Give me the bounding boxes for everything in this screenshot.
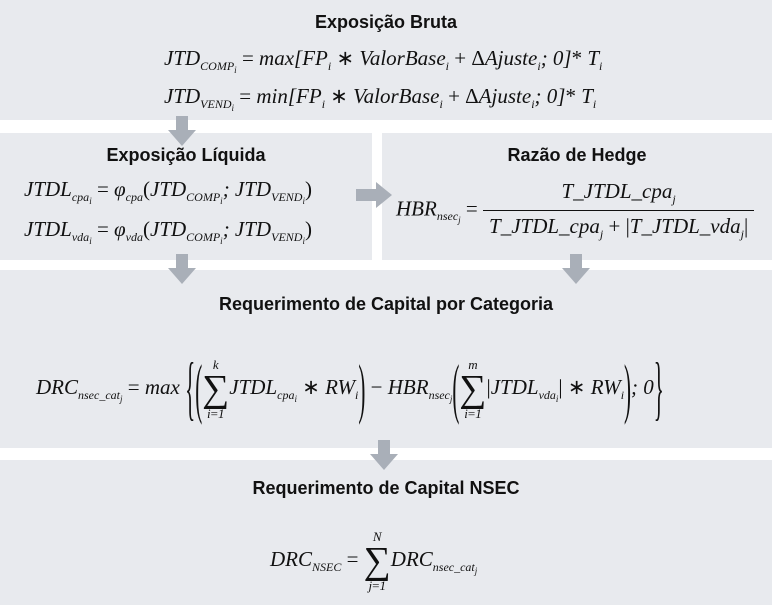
category-capital-title: Requerimento de Capital por Categoria [218, 294, 554, 314]
jtdl-vda-formula: JTDLvdai = φvda(JTDCOMPi; JTDVENDi) [24, 217, 312, 246]
category-capital-box: Requerimento de Capital por Categoria DR… [0, 270, 772, 448]
arrow-down-icon [562, 254, 590, 284]
arrow-right-icon [356, 182, 392, 208]
arrow-down-icon [168, 116, 196, 146]
jtd-vend-formula: JTDVENDi = min[FPi ∗ ValorBasei + ΔAjust… [164, 84, 597, 113]
gross-exposure-title: Exposição Bruta [314, 12, 458, 32]
jtd-comp-formula: JTDCOMPi = max[FPi ∗ ValorBasei + ΔAjust… [164, 46, 603, 75]
net-exposure-box: Exposição Líquida JTDLcpai = φcpa(JTDCOM… [0, 133, 372, 260]
hedge-ratio-title: Razão de Hedge [507, 145, 647, 165]
arrow-down-icon [168, 254, 196, 284]
nsec-capital-title: Requerimento de Capital NSEC [252, 478, 520, 498]
nsec-capital-box: Requerimento de Capital NSEC DRCNSEC = N… [0, 460, 772, 605]
net-exposure-title: Exposição Líquida [106, 145, 266, 165]
gross-exposure-box: Exposição Bruta JTDCOMPi = max[FPi ∗ Val… [0, 0, 772, 120]
arrow-down-icon [370, 440, 398, 470]
jtdl-cpa-formula: JTDLcpai = φcpa(JTDCOMPi; JTDVENDi) [24, 177, 312, 206]
